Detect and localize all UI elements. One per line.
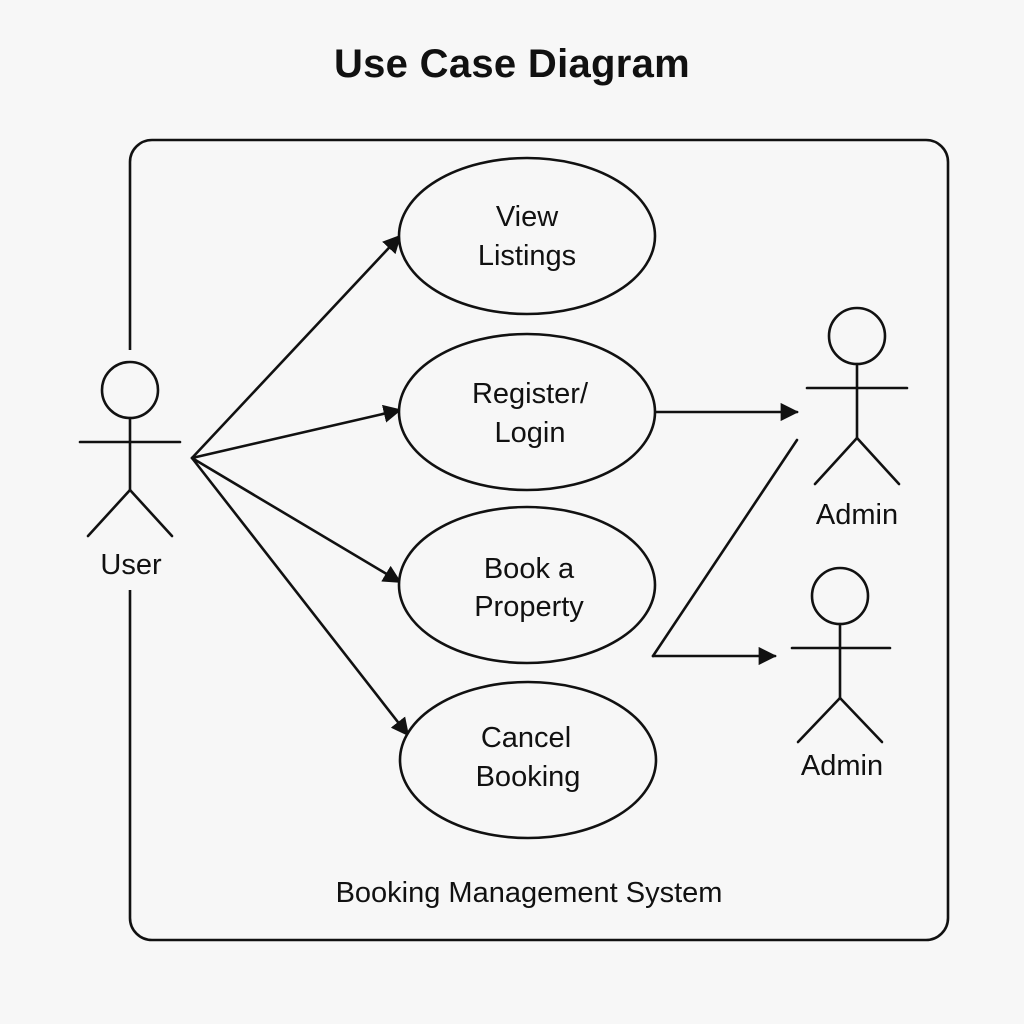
relations — [190, 234, 799, 737]
actor-user[interactable]: User — [78, 360, 182, 581]
use-case-label: Login — [495, 417, 566, 449]
relation-user-register-login — [190, 404, 402, 460]
actor-admin[interactable]: Admin — [805, 306, 909, 531]
use-case-label: View — [496, 201, 559, 233]
use-case-label: Property — [474, 591, 584, 623]
use-case-label: Booking — [476, 761, 581, 793]
actor-label: User — [100, 549, 162, 581]
relation-user-cancel-booking — [190, 456, 410, 737]
actor-label: Admin — [801, 750, 883, 782]
page-title: Use Case Diagram — [333, 42, 691, 86]
actor-label: Admin — [816, 499, 898, 531]
system-name: Booking Management System — [336, 877, 723, 909]
use-case-label: Register/ — [472, 378, 589, 410]
use-case-view-listings[interactable]: View Listings — [397, 156, 657, 316]
relation-user-view-listings — [190, 234, 402, 460]
actor-head-icon — [810, 566, 870, 626]
use-case-label: Listings — [478, 240, 576, 272]
use-case-cancel-booking[interactable]: Cancel Booking — [398, 680, 658, 840]
use-case-book-property[interactable]: Book a Property — [397, 505, 657, 665]
relation-user-book-property — [190, 456, 402, 584]
use-case-label: Book a — [484, 553, 575, 585]
use-case-register-login[interactable]: Register/ Login — [397, 332, 657, 492]
actor-admin-2[interactable]: Admin — [790, 566, 892, 782]
use-case-label: Cancel — [481, 722, 571, 754]
relation-book-property-admin — [651, 438, 799, 658]
actor-head-icon — [827, 306, 887, 366]
